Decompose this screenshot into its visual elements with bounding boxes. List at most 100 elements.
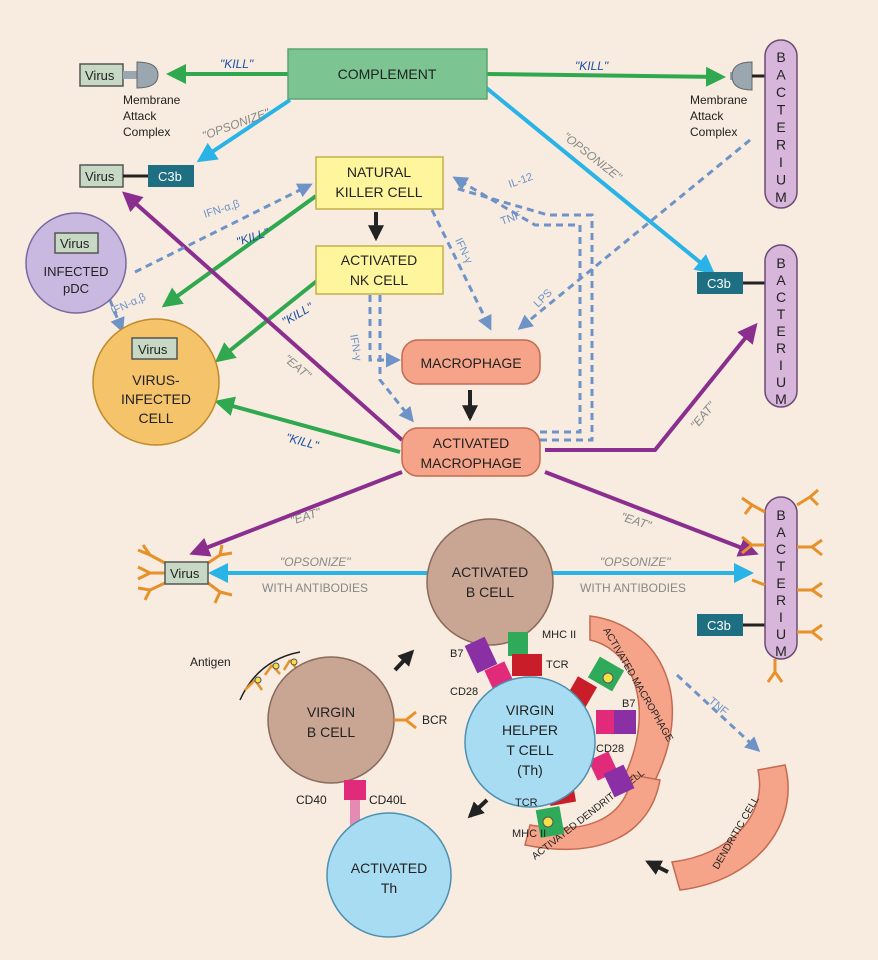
virus-infected-cell-node: Virus VIRUS- INFECTED CELL [92, 318, 220, 446]
macrophage-node: MACROPHAGE [401, 339, 541, 385]
svg-text:MHC II: MHC II [542, 629, 576, 641]
svg-text:INFECTED: INFECTED [44, 264, 109, 279]
svg-text:Th: Th [381, 880, 397, 896]
eat-label: "EAT" [289, 505, 323, 528]
svg-text:CD28: CD28 [450, 686, 478, 698]
bacterium-letter: T [777, 306, 786, 322]
tnf-label: TNF [499, 209, 523, 228]
bacterium-letter: E [776, 323, 785, 339]
svg-text:Virus: Virus [170, 566, 200, 581]
virus-label: Virus [85, 68, 115, 83]
ifn-ab-label: IFN-α,β [202, 198, 241, 221]
opsonize-label: "OPSONIZE" [600, 555, 671, 569]
bacterium-letter: A [776, 524, 786, 540]
with-antibodies-label: WITH ANTIBODIES [580, 581, 686, 595]
bacterium-letter: I [779, 154, 783, 170]
bacterium-letter: M [775, 643, 787, 659]
ifn-g-label: IFN-γ [452, 236, 474, 266]
bacterium-letter: R [776, 592, 786, 608]
svg-text:CD40L: CD40L [369, 793, 407, 807]
eat-arrows [122, 191, 759, 557]
lps-label: LPS [532, 287, 555, 310]
svg-text:pDC: pDC [63, 281, 89, 296]
svg-text:KILLER CELL: KILLER CELL [335, 184, 422, 200]
svg-text:ACTIVATED: ACTIVATED [341, 252, 418, 268]
bacterium-letter: I [779, 357, 783, 373]
svg-text:HELPER: HELPER [502, 722, 558, 738]
svg-text:TCR: TCR [546, 659, 569, 671]
with-antibodies-label: WITH ANTIBODIES [262, 581, 368, 595]
progression-arrows [368, 212, 669, 875]
bacterium-letter: E [776, 575, 785, 591]
receptor-labels: B7 CD28 MHC II TCR B7 CD28 TCR MHC II [450, 629, 635, 840]
svg-text:ACTIVATED: ACTIVATED [433, 435, 510, 451]
bacterium-letter: A [776, 272, 786, 288]
svg-text:CD28: CD28 [596, 743, 624, 755]
kill-label: "KILL" [280, 300, 316, 329]
complement-node: COMPLEMENT [287, 48, 488, 100]
receptor-connectors [464, 632, 636, 838]
svg-text:BCR: BCR [422, 713, 448, 727]
bacterium-letter: U [776, 172, 786, 188]
svg-text:VIRUS-: VIRUS- [132, 372, 180, 388]
activated-b-cell-node: ACTIVATED B CELL [426, 518, 554, 646]
svg-text:MACROPHAGE: MACROPHAGE [420, 455, 521, 471]
svg-text:COMPLEMENT: COMPLEMENT [338, 66, 437, 82]
ifn-g-label: IFN-γ [347, 333, 364, 362]
activated-th-node: ACTIVATED Th [326, 812, 452, 938]
action-labels: "KILL" "KILL" "OPSONIZE" "OPSONIZE" "KIL… [200, 57, 718, 595]
svg-text:C3b: C3b [707, 276, 731, 291]
antigen-arc [239, 651, 301, 701]
b7-receptor [464, 636, 498, 674]
kill-label: "KILL" [220, 57, 254, 71]
activated-macrophage-node: ACTIVATED MACROPHAGE [401, 427, 541, 477]
svg-text:MHC II: MHC II [512, 828, 546, 840]
bacterium-letter: M [775, 189, 787, 205]
svg-text:Attack: Attack [123, 109, 157, 123]
svg-text:Virus: Virus [85, 169, 115, 184]
natural-killer-cell-node: NATURAL KILLER CELL [315, 156, 444, 210]
svg-text:Antigen: Antigen [190, 655, 231, 669]
svg-text:T CELL: T CELL [506, 742, 553, 758]
bacterium-letter: R [776, 137, 786, 153]
svg-text:Attack: Attack [690, 109, 724, 123]
virus-membrane-attack: Virus Membrane Attack Complex [79, 61, 181, 139]
virgin-helper-t-cell-node: VIRGIN HELPER T CELL (Th) [464, 676, 596, 808]
svg-text:ACTIVATED: ACTIVATED [452, 564, 529, 580]
bacterium-letter: R [776, 340, 786, 356]
virus-c3b: Virus C3b [79, 164, 194, 188]
svg-text:VIRGIN: VIRGIN [506, 702, 554, 718]
bacterium-shape [764, 39, 798, 209]
svg-text:CD40: CD40 [296, 793, 327, 807]
antibody-icon [137, 544, 233, 604]
svg-text:Membrane: Membrane [123, 93, 181, 107]
il12-label: IL-12 [507, 171, 535, 191]
bacterium-letter: C [776, 289, 786, 305]
svg-text:B7: B7 [622, 698, 635, 710]
opsonize-label: "OPSONIZE" [280, 555, 351, 569]
bacterium-letter: A [776, 67, 786, 83]
kill-label: "KILL" [284, 430, 320, 452]
svg-text:B7: B7 [450, 648, 463, 660]
svg-text:Membrane: Membrane [690, 93, 748, 107]
bacterium-letter: T [777, 102, 786, 118]
kill-label: "KILL" [575, 59, 609, 73]
svg-text:Complex: Complex [123, 125, 170, 139]
dendritic-cell-arc: DENDRITIC CELL [671, 764, 789, 891]
cd40-receptor [344, 780, 366, 800]
svg-text:Virus: Virus [138, 342, 168, 357]
bacterium-letter: C [776, 541, 786, 557]
virgin-b-cell-node: Antigen VIRGIN B CELL BCR CD40 CD40L [190, 651, 448, 826]
mhc2-receptor [508, 632, 528, 656]
membrane-attack-complex-icon [136, 61, 159, 89]
bacterium-letter: B [776, 255, 785, 271]
bacterium-letter: M [775, 391, 787, 407]
kill-label: "KILL" [235, 225, 272, 249]
bacterium-letter: B [776, 49, 785, 65]
bacterium-letter: E [776, 119, 785, 135]
